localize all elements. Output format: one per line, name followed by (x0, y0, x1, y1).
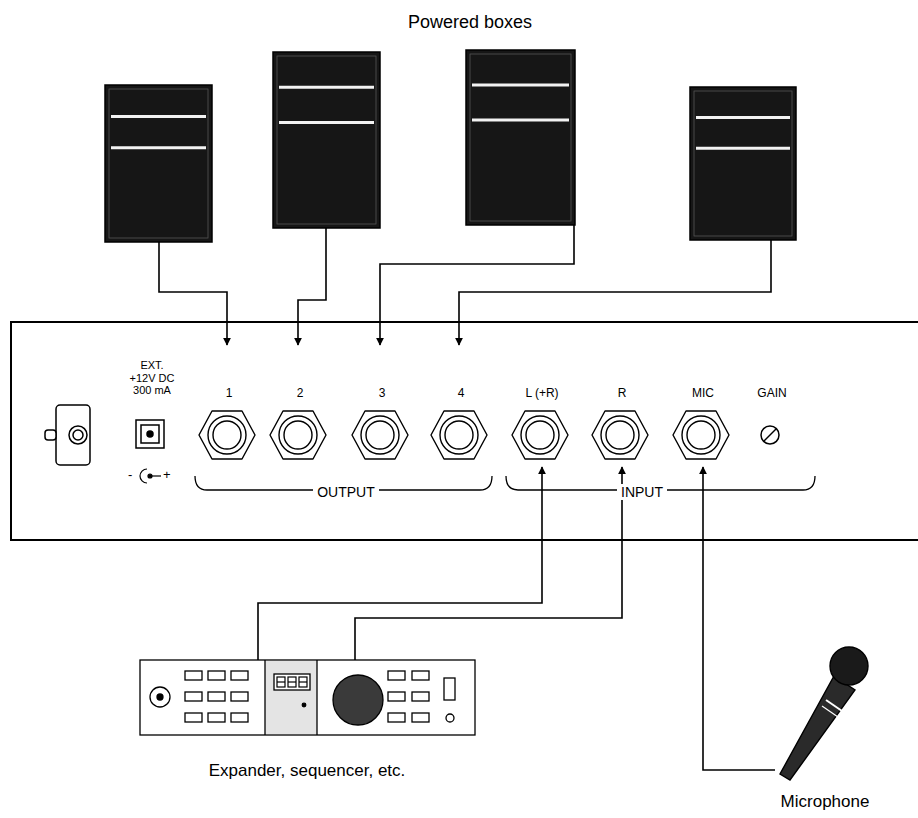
jack-label: 1 (226, 387, 233, 401)
input-jack: R (590, 385, 654, 467)
jack-label: R (618, 387, 627, 401)
jack-socket (592, 411, 648, 459)
device-caption: Expander, sequencer, etc. (209, 761, 406, 781)
polarity-sign: + (163, 467, 171, 482)
jack-label: L (+R) (525, 387, 558, 401)
output-jack: 3 (350, 385, 414, 467)
speaker-wires (159, 225, 771, 345)
mic-jack: MIC (671, 385, 735, 467)
panel-connector (45, 405, 90, 465)
expander-unit: Expander, sequencer, etc. (140, 660, 475, 785)
signal-cable (703, 467, 775, 770)
bracket (195, 476, 815, 490)
speaker-cable (459, 240, 771, 345)
speaker-cable (159, 242, 227, 345)
jack-socket (431, 411, 487, 459)
jack-socket (270, 411, 326, 459)
jack-group (199, 411, 729, 459)
jack-socket (352, 411, 408, 459)
output-jack: 1 (197, 385, 261, 467)
section-label: OUTPUT (313, 484, 379, 500)
output-jack: 4 (429, 385, 493, 467)
device-caption: Microphone (781, 792, 870, 812)
group-heading: Powered boxes (408, 12, 532, 33)
microphone: Microphone (775, 640, 875, 818)
power-jack (136, 420, 164, 448)
jack-label: 2 (297, 387, 304, 401)
expander-device (140, 660, 475, 735)
jack-label: 4 (458, 387, 465, 401)
gain-trimmer (761, 426, 779, 444)
speaker-cable (298, 228, 326, 345)
powered-box (105, 85, 212, 242)
powered-box (273, 52, 380, 228)
section-label: INPUT (617, 484, 667, 500)
jack-label: GAIN (757, 387, 786, 401)
rear-panel: EXT. +12V DC 300 mA 1 2 3 4 L (+R) R MIC GAIN OUT… (10, 321, 918, 541)
signal-cable (258, 467, 542, 660)
jack-socket (673, 411, 729, 459)
powered-box (466, 50, 575, 225)
output-jack: 2 (268, 385, 332, 467)
microphone-drawing (780, 647, 868, 780)
polarity-sign: - (128, 467, 132, 482)
jack-label: EXT. +12V DC 300 mA (126, 359, 178, 397)
jack-label: MIC (692, 387, 714, 401)
speaker-cable (380, 225, 574, 345)
signal-cable (355, 467, 622, 660)
jack-label: 3 (379, 387, 386, 401)
gain-trimmer: GAIN (740, 385, 804, 449)
speaker-group (105, 50, 796, 242)
powered-box (690, 87, 796, 240)
power-jack: EXT. +12V DC 300 mA (122, 359, 182, 455)
input-jack: L (+R) (510, 385, 574, 467)
polarity-symbol (140, 469, 161, 483)
jack-socket (512, 411, 568, 459)
jack-socket (199, 411, 255, 459)
